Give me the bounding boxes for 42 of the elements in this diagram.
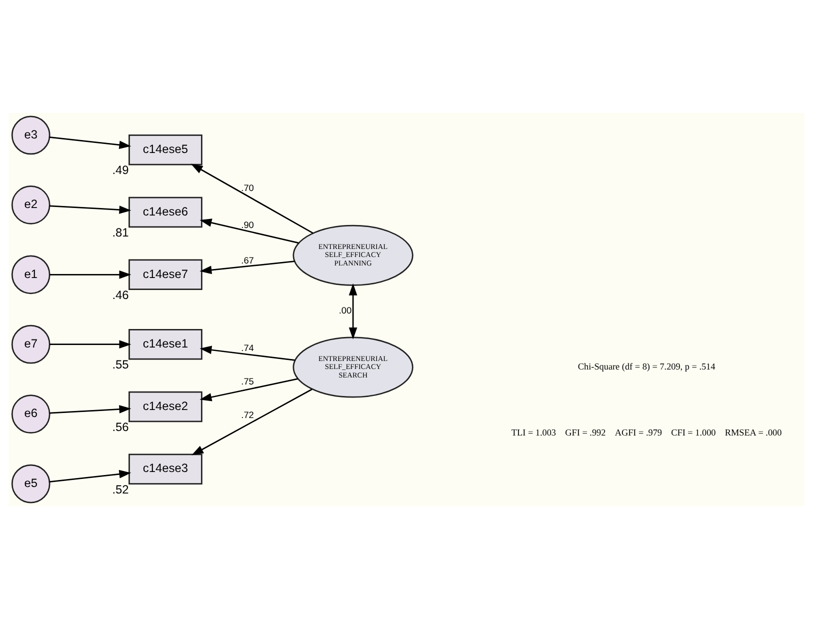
edge-label: .74 <box>241 342 254 353</box>
node-box: c14ese2 <box>128 391 202 422</box>
arrow <box>190 164 314 234</box>
arrow <box>49 340 132 349</box>
node-label: .52 <box>112 482 129 496</box>
node-circle: e5 <box>11 464 50 504</box>
node-box: c14ese6 <box>128 196 202 228</box>
arrow <box>200 218 299 244</box>
node-label: .55 <box>112 358 129 372</box>
node-circle: e7 <box>11 324 50 364</box>
node-box: c14ese1 <box>128 329 202 360</box>
edge-label: .75 <box>241 376 254 387</box>
node-box: c14ese7 <box>128 259 202 290</box>
node-box: c14ese5 <box>128 134 202 166</box>
edge-label: .67 <box>241 256 254 266</box>
edge-label: .72 <box>241 410 254 420</box>
node-box: c14ese3 <box>128 454 202 484</box>
arrow <box>200 260 295 274</box>
arrow <box>192 388 312 456</box>
node-circle: e2 <box>11 186 50 224</box>
label: TLI = 1.003 GFI = .992 AGFI = .979 CFI = 1.000 RMSEA = .000 <box>511 428 782 438</box>
arrow <box>49 270 132 279</box>
arrow <box>49 405 132 414</box>
arrow <box>49 470 132 483</box>
arrow <box>49 205 132 214</box>
arrow <box>200 378 298 402</box>
edge-label: .70 <box>241 183 254 194</box>
node-label: .49 <box>112 163 129 178</box>
arrow <box>348 283 358 340</box>
arrow <box>200 346 296 361</box>
arrow <box>49 136 132 150</box>
label: Chi-Square (df = 8) = 7.209, p = .514 <box>578 362 716 372</box>
node-circle: e1 <box>11 255 50 294</box>
node-ellipse: ENTREPRENEURIAL SELF_EFFICACY SEARCH <box>292 336 414 398</box>
node-label: .56 <box>112 420 129 434</box>
edge-label: .00 <box>338 306 352 316</box>
node-circle: e6 <box>11 394 50 434</box>
node-ellipse: ENTREPRENEURIAL SELF_EFFICACY PLANNING <box>292 224 414 286</box>
node-label: .81 <box>112 225 129 240</box>
node-circle: e3 <box>11 116 50 155</box>
edge-label: .90 <box>241 220 254 230</box>
node-label: .46 <box>112 288 129 302</box>
